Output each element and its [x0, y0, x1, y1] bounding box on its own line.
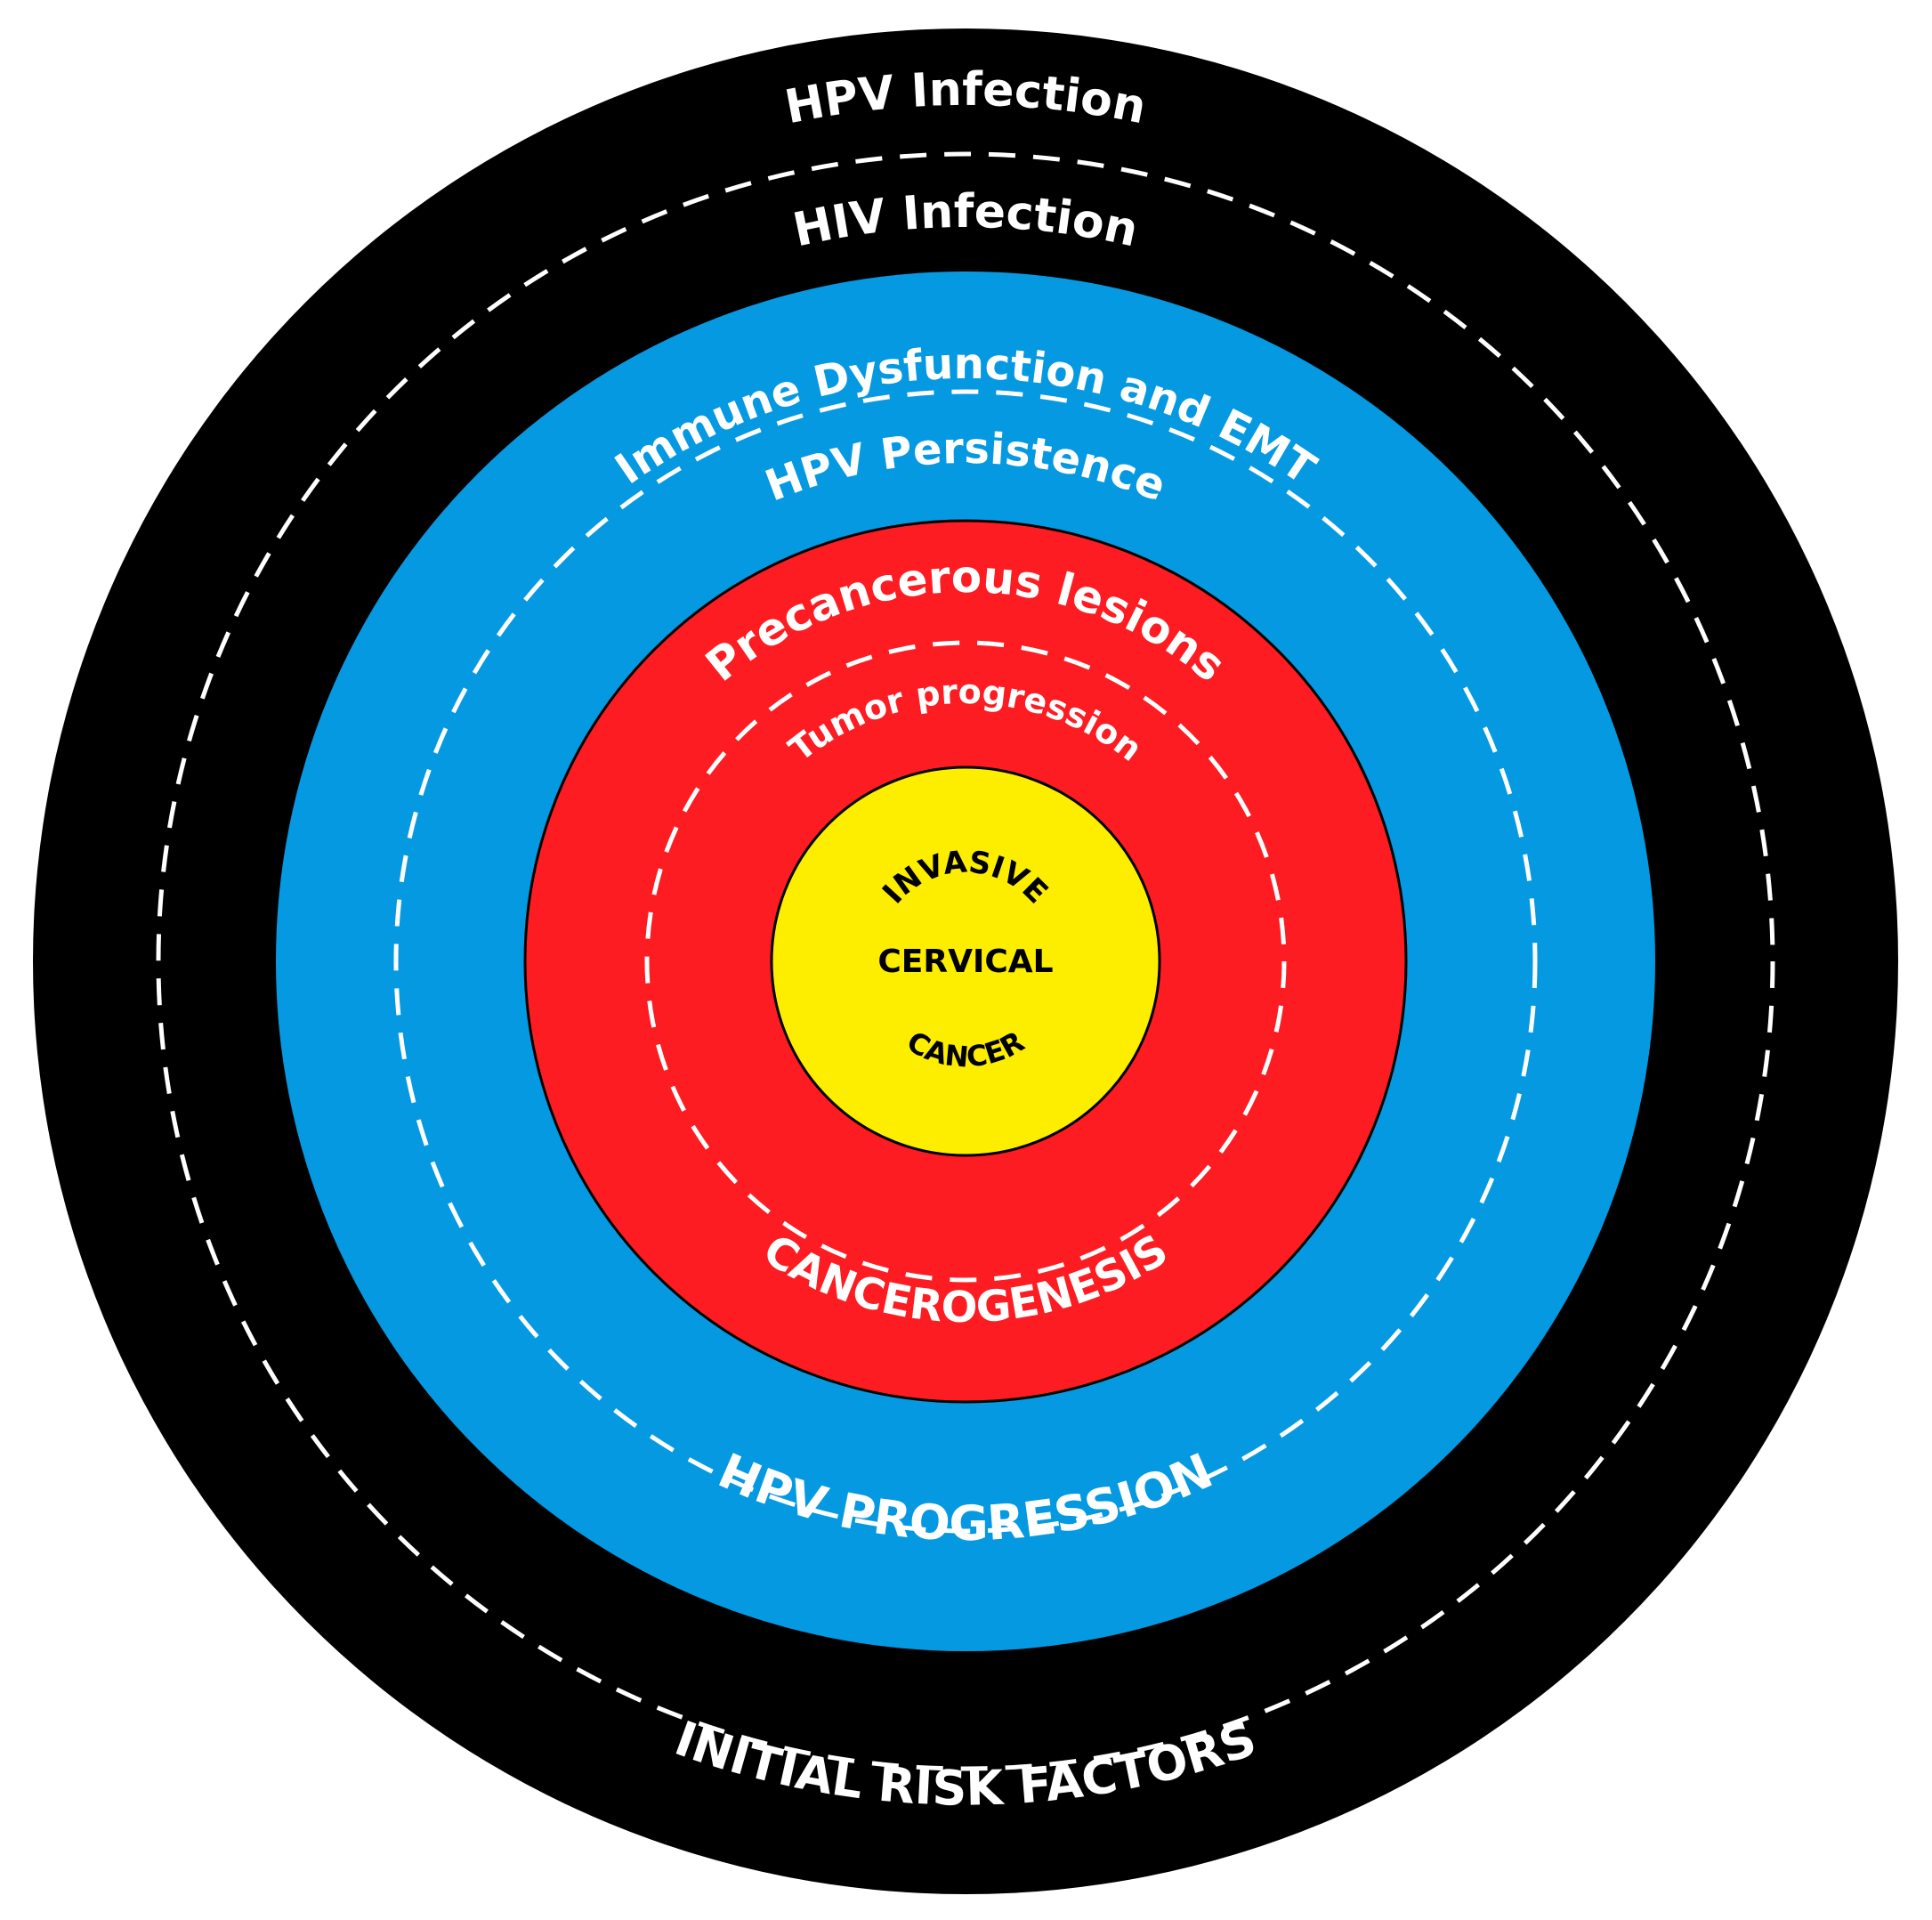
cervical-label: CERVICAL	[877, 944, 1053, 980]
core-invasive-cervical-cancer	[770, 766, 1161, 1157]
middle-dashed-divider	[393, 389, 1538, 1534]
inner-dashed-divider	[644, 640, 1287, 1283]
outer-dashed-divider	[156, 151, 1775, 1771]
